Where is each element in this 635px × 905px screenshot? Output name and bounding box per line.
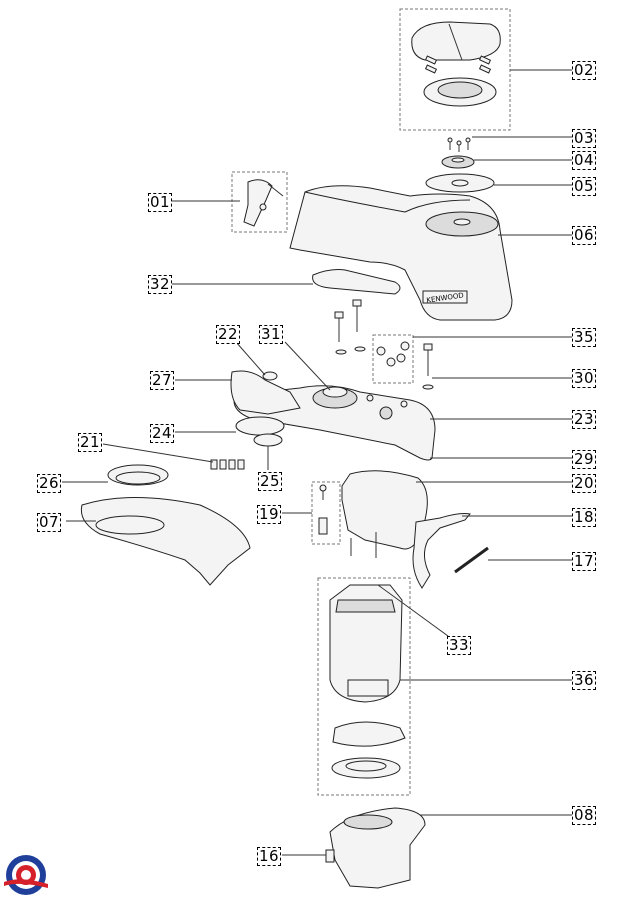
part-label-07: 07 [37,513,62,532]
lower-cover-part [80,497,251,586]
part-label-18: 18 [572,508,597,527]
part-label-19: 19 [257,505,282,524]
part-label-22: 22 [216,325,241,344]
company-logo [4,855,48,895]
part-label-26: 26 [37,474,62,493]
part-label-30: 30 [572,369,597,388]
lever-part [412,513,471,589]
top-cover-part [411,21,501,61]
part-label-16: 16 [257,847,282,866]
outlet-hub-part [235,416,285,436]
part-label-27: 27 [150,371,175,390]
part-label-25: 25 [258,472,283,491]
belt-part [312,269,401,295]
group-box-01 [231,171,288,233]
brand-badge [422,290,468,304]
part-label-17: 17 [572,552,597,571]
part-label-08: 08 [572,806,597,825]
part-label-05: 05 [572,177,597,196]
gear-housing-part [230,370,301,415]
part-label-21: 21 [78,433,103,452]
part-label-01: 01 [148,193,173,212]
motor-part [329,584,403,703]
part-label-33: 33 [447,636,472,655]
group-box-35 [372,334,414,384]
motor-base-part [332,721,406,747]
part-label-23: 23 [572,410,597,429]
part-label-36: 36 [572,671,597,690]
part-label-20: 20 [572,474,597,493]
part-label-31: 31 [259,325,284,344]
part-label-06: 06 [572,226,597,245]
group-box-36 [317,577,411,796]
pin-part [454,546,489,574]
foot-part [325,849,335,863]
part-label-03: 03 [572,129,597,148]
part-label-04: 04 [572,151,597,170]
group-box-19 [311,481,341,545]
bracket-part [243,179,273,227]
part-label-24: 24 [150,424,175,443]
part-label-35: 35 [572,328,597,347]
part-label-29: 29 [572,450,597,469]
part-label-32: 32 [148,275,173,294]
mount-bracket-part [341,470,428,550]
part-label-02: 02 [572,61,597,80]
